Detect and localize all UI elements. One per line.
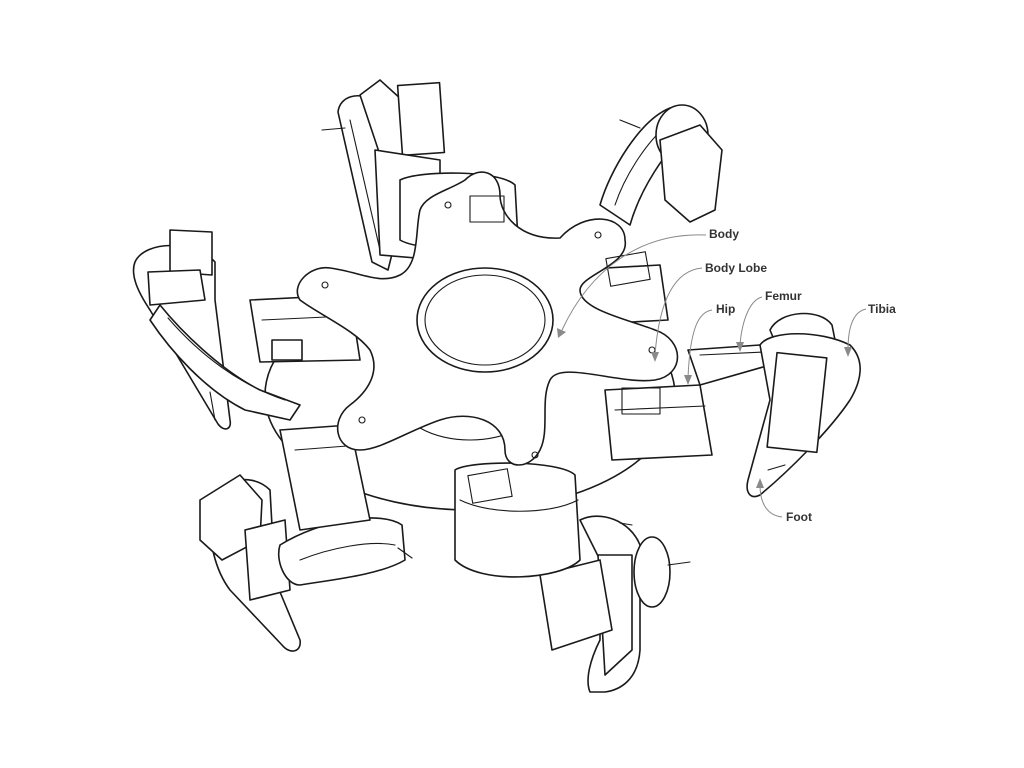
- arrow-foot: [756, 478, 764, 488]
- leader-foot: [759, 484, 783, 518]
- arrow-hip: [684, 375, 692, 385]
- arrow-body: [557, 328, 566, 338]
- arrow-tibia: [844, 347, 852, 357]
- label-body-lobe: Body Lobe: [705, 261, 767, 275]
- leg-back-right: [599, 104, 723, 226]
- leader-body: [561, 234, 707, 331]
- label-tibia: Tibia: [868, 302, 896, 316]
- arrow-femur: [736, 342, 744, 352]
- labels: Body Body Lobe Hip Femur Tibia Foot: [705, 227, 896, 524]
- leg-front-center: [539, 515, 691, 693]
- leader-tibia: [847, 308, 867, 351]
- leg-left-back: [132, 229, 301, 430]
- arrow-body-lobe: [651, 352, 659, 362]
- leader-femur: [739, 296, 763, 346]
- leg-right-annotated: [687, 312, 861, 498]
- leader-lines: [557, 234, 867, 518]
- leader-body-lobe: [654, 267, 703, 356]
- top-body-plate: [296, 171, 679, 504]
- label-body: Body: [709, 227, 739, 241]
- label-foot: Foot: [786, 510, 812, 524]
- label-hip: Hip: [716, 302, 735, 316]
- label-femur: Femur: [765, 289, 802, 303]
- leader-hip: [687, 309, 713, 379]
